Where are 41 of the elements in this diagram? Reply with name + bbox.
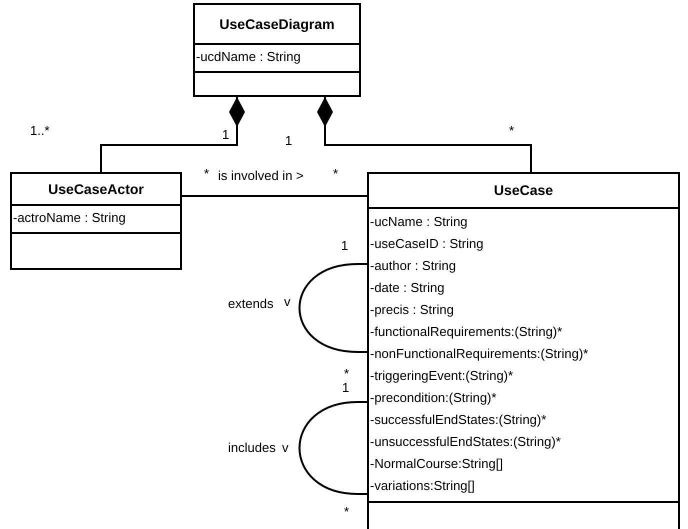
multiplicity-label: v: [284, 294, 290, 309]
attribute-text: -unsuccessfulEndStates:(String)*: [369, 433, 562, 451]
attribute-text: -precis : String: [369, 301, 455, 319]
attribute-text: -ucName : String: [369, 213, 469, 231]
multiplicity-label: *: [333, 166, 338, 181]
attribute-text: -actroName : String: [12, 209, 127, 227]
association-line: [182, 195, 367, 197]
edge-label: extends: [228, 296, 274, 311]
attribute-text: -NormalCourse:String[]: [369, 455, 504, 473]
attribute-text: -author : String: [369, 257, 457, 275]
class-box: [367, 172, 680, 529]
multiplicity-label: *: [509, 123, 514, 138]
class-name: UseCase: [369, 174, 678, 209]
multiplicity-label: v: [282, 440, 288, 455]
composition-line: [100, 97, 245, 172]
attribute-text: -ucdName : String: [195, 48, 302, 66]
multiplicity-label: *: [344, 504, 350, 519]
class-box: [193, 3, 361, 97]
multiplicity-label: 1: [222, 127, 230, 142]
attribute-text: -useCaseID : String: [369, 235, 484, 253]
composition-line: [317, 97, 532, 172]
class-name: UseCaseActor: [12, 174, 180, 206]
class-name: UseCaseDiagram: [195, 5, 359, 45]
attribute-text: -date : String: [369, 279, 446, 297]
multiplicity-label: *: [204, 166, 210, 181]
multiplicity-label: 1: [341, 238, 348, 253]
attribute-text: -nonFunctionalRequirements:(String)*: [369, 345, 590, 363]
attribute-text: -precondition:(String)*: [369, 389, 498, 407]
class-box: [10, 172, 182, 270]
multiplicity-label: 1: [342, 380, 350, 395]
multiplicity-label: 1..*: [30, 123, 50, 138]
self-association-line: [298, 401, 367, 495]
attribute-text: -variations:String[]: [369, 477, 476, 495]
edge-label: is involved in >: [218, 168, 304, 183]
multiplicity-label: 1: [285, 133, 292, 148]
multiplicity-label: *: [344, 366, 350, 381]
attribute-text: -successfulEndStates:(String)*: [369, 411, 548, 429]
attribute-text: -functionalRequirements:(String)*: [369, 323, 564, 341]
attribute-text: -triggeringEvent:(String)*: [369, 367, 514, 385]
edge-label: includes: [228, 440, 276, 455]
self-association-line: [298, 263, 367, 353]
